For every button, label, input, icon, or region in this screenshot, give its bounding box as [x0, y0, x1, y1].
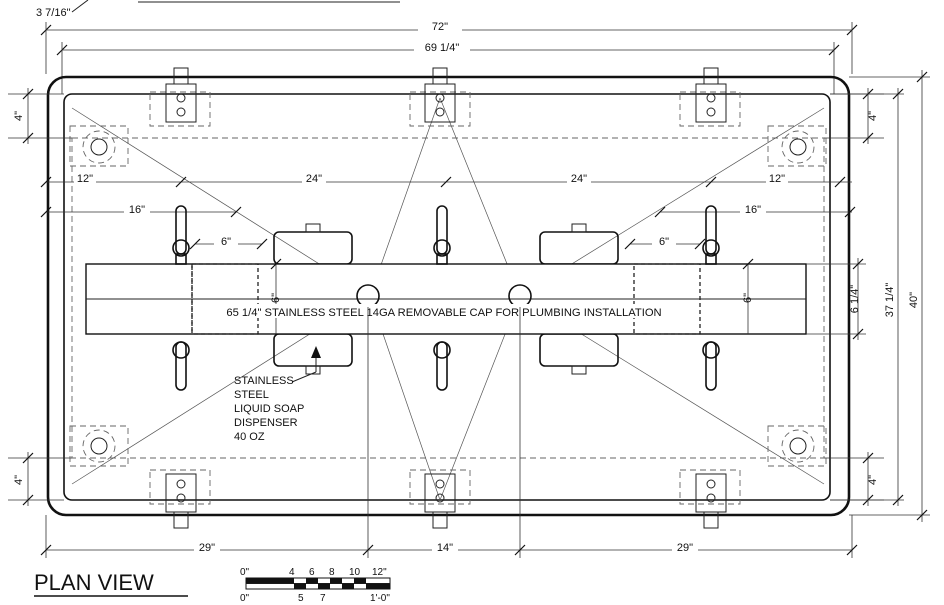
soap-label-line-4: DISPENSER [234, 417, 298, 429]
soap-label-line-5: 40 OZ [234, 431, 265, 443]
outer-tray [46, 75, 851, 517]
six-right-label: 6" [659, 236, 669, 248]
inner-width-label: 69 1/4" [425, 42, 460, 54]
seg-24-left-label: 24" [306, 173, 322, 185]
dim-16-right: 16" [654, 203, 856, 218]
corner-leg-tr [767, 125, 827, 167]
bracket-top-left [149, 67, 211, 127]
faucet-overlays [175, 253, 717, 265]
removable-cap [85, 263, 807, 335]
dim-4-bottom-left: 4" [8, 452, 72, 506]
bracket-bottom-left [149, 469, 211, 529]
inner-tray [63, 93, 831, 501]
scale-top-6: 6 [309, 567, 315, 578]
dim-6-vert-right: 6" [742, 258, 754, 334]
scale-bottom-1ft: 1'-0" [370, 593, 390, 604]
dim-depth-overall: 40" [849, 70, 930, 522]
scale-top-0: 0" [240, 567, 250, 578]
scale-bottom-0: 0" [240, 593, 250, 604]
corner-leg-br [767, 425, 827, 467]
depth-inner-label: 37 1/4" [884, 283, 896, 318]
seg-12-left-label: 12" [77, 173, 93, 185]
cap-height-label: 6 1/4" [849, 285, 861, 313]
corner-dim-label: 3 7/16" [36, 7, 71, 19]
sixteen-right-label: 16" [745, 204, 761, 216]
bracket-bottom-mid [409, 469, 471, 529]
dim-6-left: 6" [189, 235, 268, 250]
soap-callout [291, 346, 321, 383]
dim-6-vert-left: 6" [270, 258, 282, 334]
dim-6-right: 6" [624, 235, 706, 250]
dim-cap-height: 6 1/4" [806, 258, 866, 340]
cap-label: 65 1/4" STAINLESS STEEL 14GA REMOVABLE C… [226, 307, 661, 319]
corner-leg-bl [69, 425, 129, 467]
seg-24-right-label: 24" [571, 173, 587, 185]
scale-top-10: 10 [349, 567, 361, 578]
four-tr-label: 4" [867, 111, 879, 121]
soap-label-line-1: STAINLESS [234, 375, 294, 387]
scale-top-4: 4 [289, 567, 295, 578]
dim-row-segments: 12" 24" 24" 12" [40, 172, 852, 188]
six-vert-right-label: 6" [742, 293, 754, 303]
dim-overall-width: 72" [40, 20, 858, 74]
scale-bottom-7: 7 [320, 593, 326, 604]
corner-leg-tl [69, 125, 129, 167]
dim-16-left: 16" [40, 203, 242, 218]
bracket-top-mid [409, 67, 471, 127]
scale-top-8: 8 [329, 567, 335, 578]
dim-bottom-row: 29" 14" 29" [40, 307, 858, 558]
bracket-top-right [679, 67, 741, 127]
soap-label-line-2: STEEL [234, 389, 269, 401]
bottom-right-label: 29" [677, 542, 693, 554]
depth-overall-label: 40" [908, 292, 920, 308]
scale-bar [245, 577, 391, 590]
dim-4-top-right: 4" [824, 88, 884, 144]
six-vert-left-label: 6" [270, 293, 282, 303]
four-br-label: 4" [867, 475, 879, 485]
bottom-mid-label: 14" [437, 542, 453, 554]
bottom-left-label: 29" [199, 542, 215, 554]
dim-4-top-left: 4" [8, 88, 72, 144]
bracket-bottom-right [679, 469, 741, 529]
sixteen-left-label: 16" [129, 204, 145, 216]
faucet-right [702, 205, 720, 391]
four-tl-label: 4" [13, 111, 25, 121]
dashed-inner-outline [71, 137, 825, 459]
dim-inner-width: 69 1/4" [56, 40, 840, 94]
dim-4-bottom-right: 4" [824, 452, 884, 506]
dim-depth-inner: 37 1/4" [830, 88, 904, 506]
four-bl-label: 4" [13, 475, 25, 485]
corner-leader [71, 0, 89, 13]
plan-view-title: PLAN VIEW [34, 570, 154, 595]
scale-top-12: 12" [372, 567, 387, 578]
soap-label-line-3: LIQUID SOAP [234, 403, 304, 415]
overall-width-label: 72" [432, 21, 448, 33]
scale-bottom-5: 5 [298, 593, 304, 604]
six-left-label: 6" [221, 236, 231, 248]
seg-12-right-label: 12" [769, 173, 785, 185]
